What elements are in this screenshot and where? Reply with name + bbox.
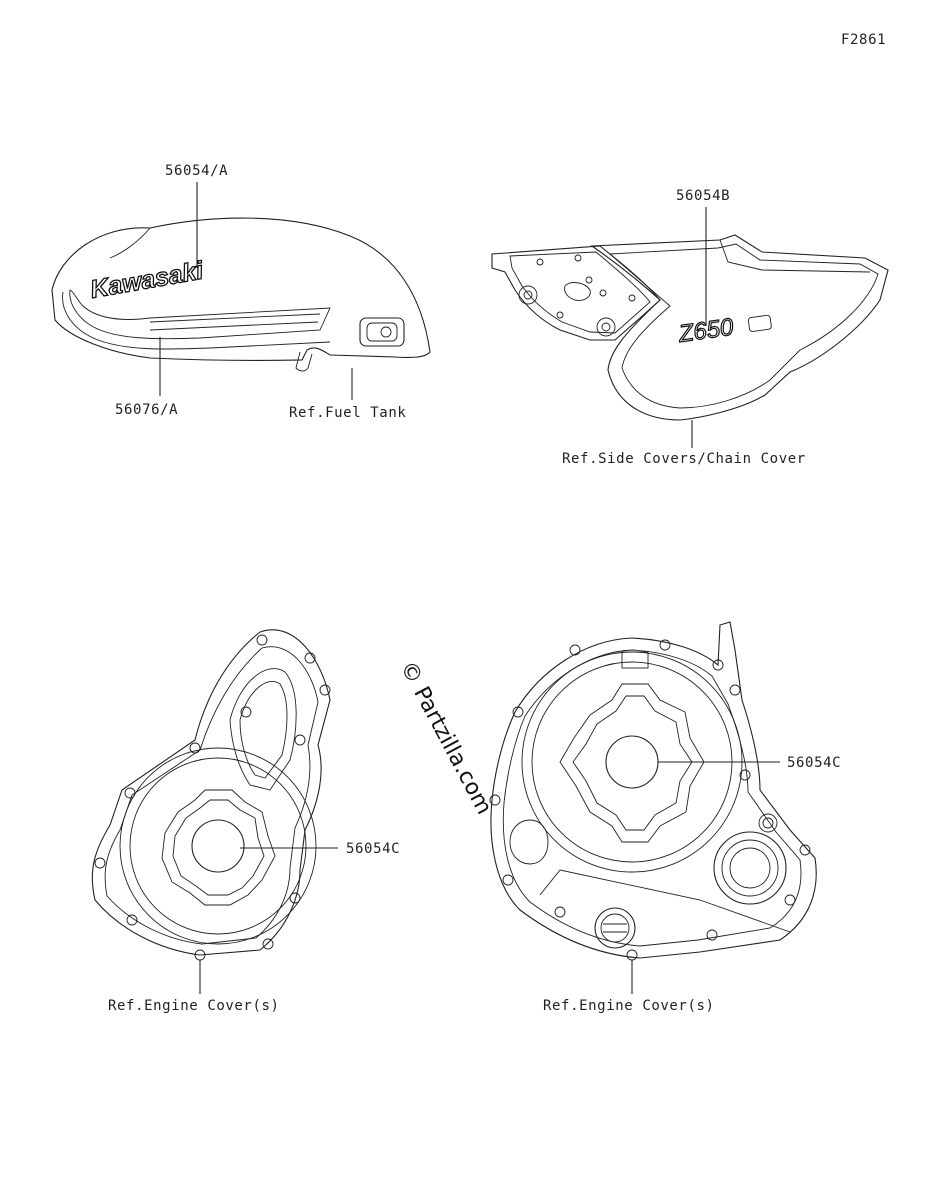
side-cover-part-number[interactable]: 56054B: [676, 188, 730, 204]
fuel-tank-reference-label[interactable]: Ref.Fuel Tank: [289, 405, 406, 421]
right-cover-mark-callout: 56054C: [658, 755, 841, 771]
tank-emblem-callout: 56054/A: [165, 163, 228, 268]
right-engine-cover-drawing: [489, 621, 817, 961]
side-cover-drawing: Z650: [491, 234, 889, 421]
right-cover-part-number[interactable]: 56054C: [787, 755, 841, 771]
tank-logo-decal: Kawasaki: [88, 256, 206, 304]
right-engine-cover-reference-callout: Ref.Engine Cover(s): [543, 960, 715, 1014]
left-cover-part-number[interactable]: 56054C: [346, 841, 400, 857]
tank-stripe-part-number[interactable]: 56076/A: [115, 402, 178, 418]
left-engine-cover-reference-callout: Ref.Engine Cover(s): [108, 960, 280, 1014]
side-covers-reference-callout: Ref.Side Covers/Chain Cover: [562, 420, 806, 467]
fuel-tank-reference-callout: Ref.Fuel Tank: [289, 368, 406, 421]
tank-stripe-callout: 56076/A: [115, 337, 178, 418]
right-engine-cover-reference-label[interactable]: Ref.Engine Cover(s): [543, 998, 715, 1014]
tank-emblem-part-number[interactable]: 56054/A: [165, 163, 228, 179]
side-covers-reference-label[interactable]: Ref.Side Covers/Chain Cover: [562, 451, 806, 467]
left-cover-mark-callout: 56054C: [240, 841, 400, 857]
partzilla-watermark: © Partzilla.com: [395, 657, 497, 819]
left-engine-cover-drawing: [91, 629, 331, 961]
side-cover-mark-callout: 56054B: [676, 188, 730, 326]
diagram-id: F2861: [841, 32, 886, 48]
left-engine-cover-reference-label[interactable]: Ref.Engine Cover(s): [108, 998, 280, 1014]
fuel-tank-drawing: Kawasaki: [51, 217, 431, 372]
